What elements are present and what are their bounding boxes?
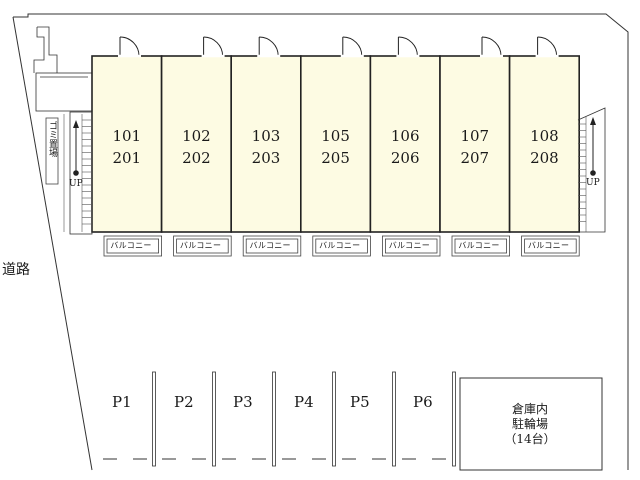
parking-divider <box>332 371 336 467</box>
balcony-107 <box>451 235 510 257</box>
storage-shed <box>459 377 603 471</box>
parking-lot <box>103 371 456 467</box>
parking-space-p3: P3 <box>233 393 253 411</box>
site-boundary <box>12 13 629 471</box>
unit-102 <box>160 36 233 257</box>
unit-number-lower: 201 <box>112 149 142 167</box>
parking-space-p1: P1 <box>112 393 132 411</box>
balcony-label: バルコニー <box>319 241 361 250</box>
stair-up-label-left: UP <box>69 179 83 189</box>
door-icon <box>257 36 281 58</box>
storage-label-line2: 駐輪場 <box>511 417 548 431</box>
unit-103-room <box>230 55 302 233</box>
unit-103 <box>230 36 302 257</box>
storage-label: 倉庫内 駐輪場 （14台） <box>490 402 570 447</box>
unit-107 <box>439 36 511 257</box>
left-staircase <box>45 111 93 235</box>
balcony-label: バルコニー <box>527 241 570 250</box>
unit-101 <box>91 36 163 257</box>
unit-106 <box>369 36 441 257</box>
balcony-label: バルコニー <box>388 241 431 250</box>
right-staircase <box>577 107 606 233</box>
parking-space-p4: P4 <box>294 393 314 411</box>
unit-number-upper: 102 <box>182 127 211 145</box>
unit-number-upper: 107 <box>460 127 490 145</box>
unit-number-lower: 206 <box>390 149 420 167</box>
balcony-103 <box>242 235 302 257</box>
parking-space-p2: P2 <box>174 393 194 411</box>
balcony-label: バルコニー <box>179 241 222 250</box>
storage-label-line3: （14台） <box>504 432 556 446</box>
balcony-105 <box>312 235 371 257</box>
door-icon <box>340 36 364 58</box>
unit-number-upper: 101 <box>112 127 142 145</box>
parking-divider <box>152 371 156 467</box>
unit-number-upper: 105 <box>321 127 350 145</box>
corner-structure <box>33 26 93 112</box>
door-icon <box>535 36 559 58</box>
parking-space-p6: P6 <box>413 393 433 411</box>
balcony-108 <box>521 235 580 257</box>
unit-number-lower: 203 <box>251 149 281 167</box>
unit-number-lower: 202 <box>182 149 211 167</box>
unit-105 <box>299 36 372 257</box>
parking-divider <box>212 371 216 467</box>
balcony-102 <box>173 235 232 257</box>
door-icon <box>201 36 225 58</box>
road-label: 道路 <box>2 262 30 278</box>
unit-106-room <box>369 55 441 233</box>
balcony-label: バルコニー <box>458 241 500 250</box>
unit-102-room <box>160 55 233 233</box>
balcony-label: バルコニー <box>249 241 291 250</box>
unit-107-room <box>439 55 511 233</box>
balcony-106 <box>381 235 441 257</box>
door-icon <box>118 36 141 58</box>
unit-number-lower: 205 <box>321 149 350 167</box>
parking-divider <box>392 371 396 467</box>
unit-number-upper: 103 <box>251 127 281 145</box>
unit-105-room <box>299 55 372 233</box>
unit-number-upper: 106 <box>390 127 420 145</box>
unit-number-lower: 207 <box>460 149 490 167</box>
unit-number-lower: 208 <box>530 149 559 167</box>
apartment-building <box>91 36 581 257</box>
balcony-101 <box>103 235 162 257</box>
balcony-label: バルコニー <box>110 241 152 250</box>
unit-number-upper: 108 <box>530 127 559 145</box>
parking-divider <box>272 371 276 467</box>
door-icon <box>480 36 503 58</box>
parking-divider <box>452 371 456 467</box>
storage-label-line1: 倉庫内 <box>511 402 548 416</box>
stair-up-label-right: UP <box>586 178 600 188</box>
unit-108 <box>508 36 581 257</box>
garbage-area-label: ゴミ置場 <box>47 121 57 157</box>
door-icon <box>396 36 420 58</box>
parking-space-p5: P5 <box>350 393 370 411</box>
